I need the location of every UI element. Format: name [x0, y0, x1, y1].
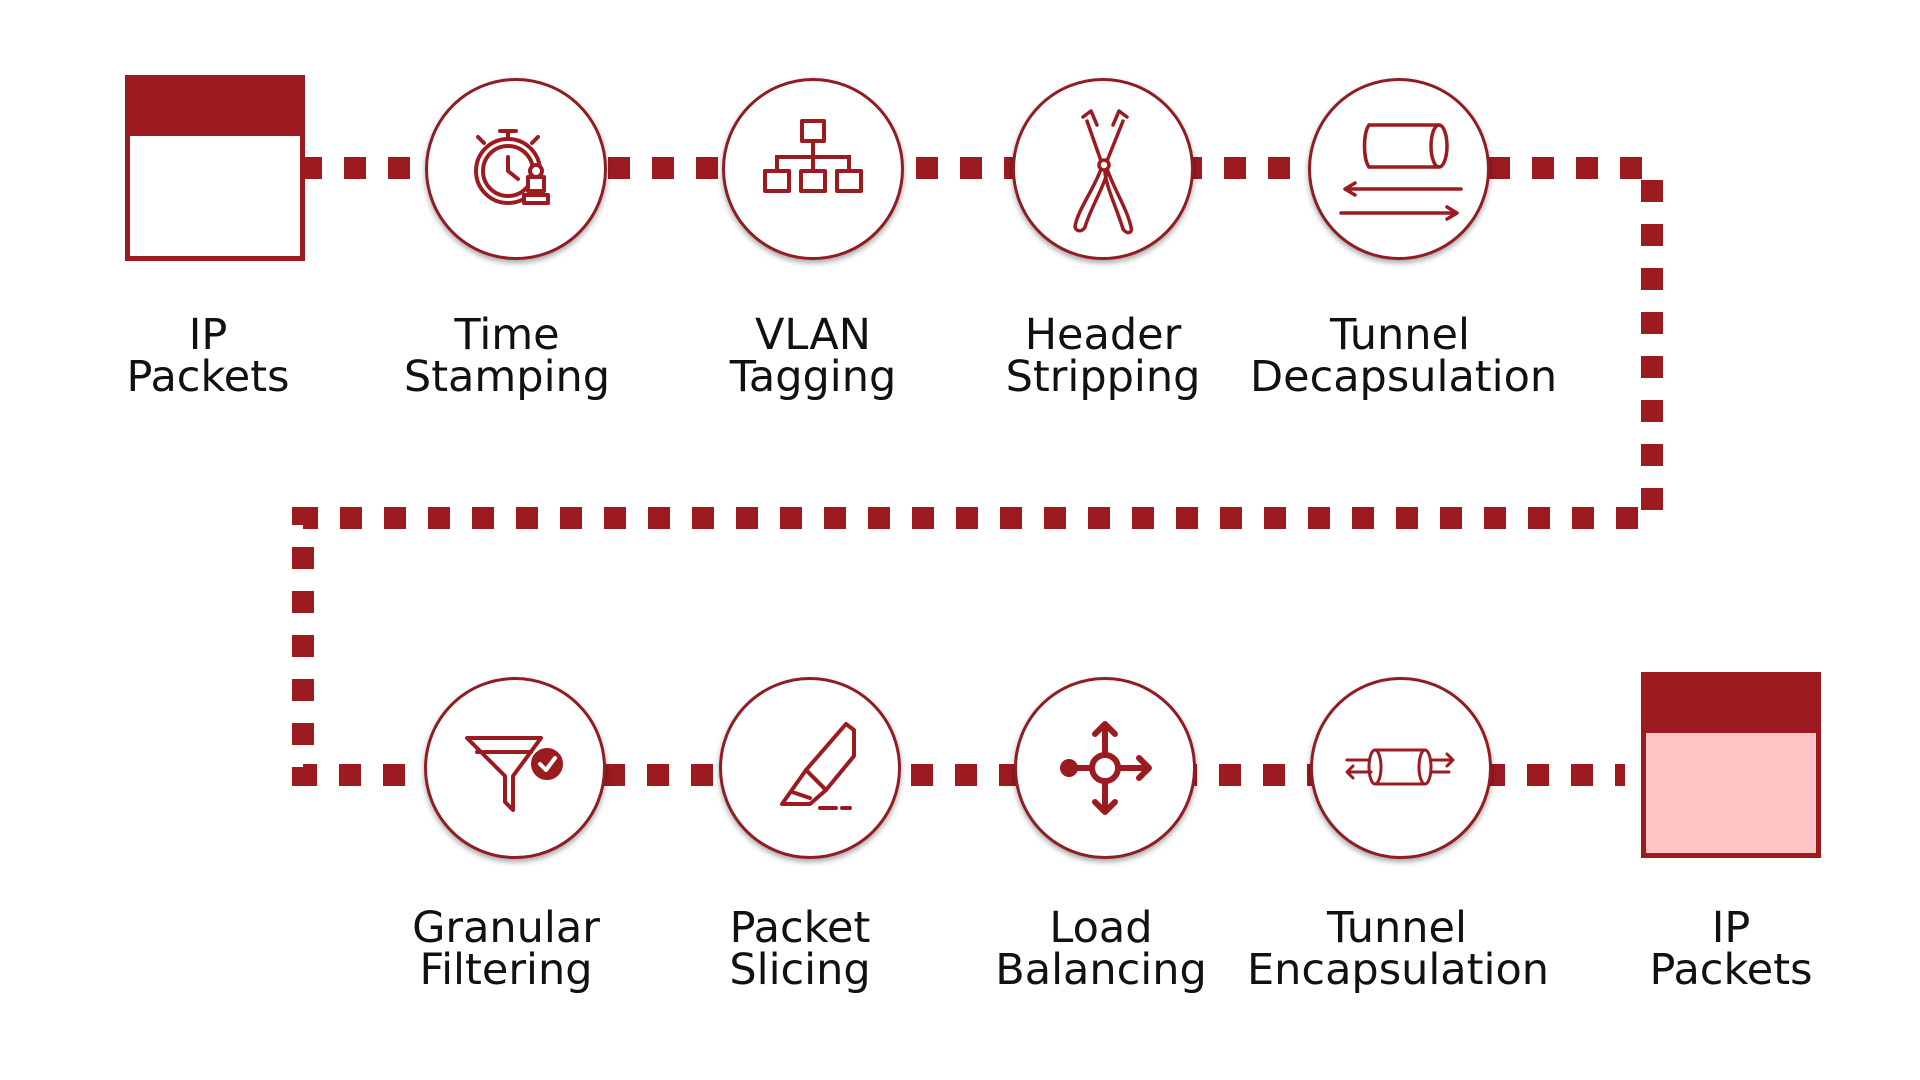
step-label-line1: Granular — [412, 903, 600, 953]
load-balance-icon — [1060, 721, 1152, 815]
output-packets-label: IP Packets — [1581, 903, 1881, 995]
step-granular-filtering-label: Granular Filtering — [356, 903, 656, 995]
output-box-header-bar — [1646, 677, 1816, 733]
input-label-line2: Packets — [126, 352, 290, 402]
step-header-stripping-label: Header Stripping — [953, 310, 1253, 402]
step-label-line1: Time — [454, 310, 560, 360]
step-header-stripping-node — [1012, 78, 1194, 260]
step-time-stamping-label: Time Stamping — [357, 310, 657, 402]
step-tunnel-encapsulation-label: Tunnel Encapsulation — [1247, 903, 1550, 995]
step-label-line2: Tagging — [729, 352, 897, 402]
cutter-icon — [780, 722, 856, 810]
tunnel-decap-icon — [1339, 123, 1463, 221]
step-load-balancing-label: Load Balancing — [951, 903, 1251, 995]
step-time-stamping-node — [425, 78, 607, 260]
network-hierarchy-icon — [763, 119, 863, 193]
output-packets-box — [1641, 672, 1821, 858]
step-tunnel-encapsulation-node — [1310, 677, 1492, 859]
step-label-line2: Encapsulation — [1247, 945, 1550, 995]
step-load-balancing-node — [1014, 677, 1196, 859]
tunnel-encap-icon — [1345, 748, 1455, 786]
output-label-line1: IP — [1711, 903, 1751, 953]
step-label-line1: Tunnel — [1330, 310, 1470, 360]
filter-check-icon — [465, 736, 563, 812]
pliers-icon — [1073, 109, 1134, 235]
output-label-line2: Packets — [1649, 945, 1813, 995]
step-label-line2: Balancing — [995, 945, 1207, 995]
input-packets-box — [125, 75, 305, 261]
step-vlan-tagging-node — [722, 78, 904, 260]
step-label-line1: Load — [1049, 903, 1153, 953]
step-label-line2: Stamping — [403, 352, 611, 402]
step-label-line2: Stripping — [1005, 352, 1201, 402]
step-label-line2: Slicing — [729, 945, 871, 995]
step-label-line2: Decapsulation — [1250, 352, 1558, 402]
step-tunnel-decapsulation-label: Tunnel Decapsulation — [1250, 310, 1558, 402]
input-packets-label: IP Packets — [58, 310, 358, 402]
step-label-line1: Header — [1024, 310, 1182, 360]
input-label-line1: IP — [188, 310, 228, 360]
step-label-line1: VLAN — [755, 310, 871, 360]
stopwatch-stamp-icon — [474, 129, 550, 205]
step-packet-slicing-node — [719, 677, 901, 859]
step-granular-filtering-node — [424, 677, 606, 859]
step-packet-slicing-label: Packet Slicing — [650, 903, 950, 995]
step-vlan-tagging-label: VLAN Tagging — [663, 310, 963, 402]
step-tunnel-decapsulation-node — [1308, 78, 1490, 260]
step-label-line1: Tunnel — [1327, 903, 1467, 953]
step-label-line2: Filtering — [419, 945, 593, 995]
input-box-header-bar — [130, 80, 300, 136]
step-label-line1: Packet — [729, 903, 871, 953]
